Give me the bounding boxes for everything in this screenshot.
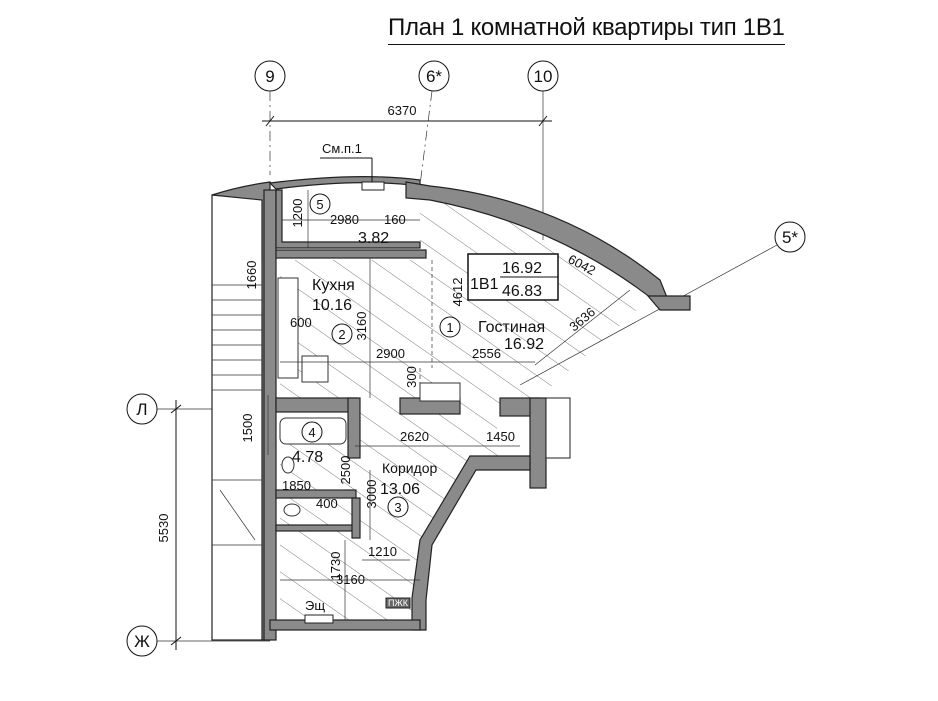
dim-300: 300: [404, 366, 419, 388]
dim-3160b: 3160: [336, 572, 365, 587]
dim-3160a: 3160: [354, 312, 369, 341]
dim-1210: 1210: [368, 544, 397, 559]
partition-kitchen-bath: [275, 397, 357, 413]
dim-5530: 5530: [156, 514, 171, 543]
see-note-label: См.п.1: [322, 141, 362, 156]
pzh-box: [385, 597, 411, 609]
axis-Zh-label: Ж: [134, 632, 150, 651]
axis-9-label: 9: [265, 67, 274, 86]
dim-2980: 2980: [330, 212, 359, 227]
balcony-area: 3.82: [358, 230, 389, 247]
page-title: План 1 комнатной квартиры тип 1В1: [388, 14, 785, 45]
dim-400: 400: [316, 496, 338, 511]
dim-2900: 2900: [376, 346, 405, 361]
apartment-total-area: 46.83: [502, 283, 542, 300]
dim-1500: 1500: [240, 414, 255, 443]
dim-1200: 1200: [290, 199, 305, 228]
dim-3000: 3000: [364, 480, 379, 509]
wall-diagonal: [411, 455, 531, 631]
window-marker: [361, 181, 385, 191]
dim-1450: 1450: [486, 429, 515, 444]
dimension-left: 5530: [156, 400, 182, 650]
corridor-number: 3: [394, 500, 401, 515]
partition-wc-bottom: [275, 524, 357, 532]
axis-L-label: Л: [136, 400, 147, 419]
apartment-tag: 1В1 16.92 46.83: [467, 253, 559, 301]
living-number: 1: [446, 320, 453, 335]
bath-number: 4: [308, 425, 315, 440]
corridor-name: Коридор: [382, 460, 438, 476]
balcony-parapet: [268, 176, 421, 190]
kitchen-top-wall: [275, 249, 427, 259]
esh-label: Эщ: [305, 598, 325, 613]
partition-bath-vertical: [347, 397, 361, 459]
kitchen-number: 2: [338, 327, 345, 342]
axis-6-label: 6*: [426, 67, 442, 86]
stair-block: [211, 194, 265, 641]
partition-wc-right: [351, 497, 361, 539]
living-area: 16.92: [504, 336, 544, 353]
dim-6370: 6370: [388, 103, 417, 118]
dim-1850: 1850: [282, 478, 311, 493]
floor-hatch: [280, 200, 648, 620]
kitchen-counter: [277, 277, 299, 379]
bottom-wall: [269, 619, 421, 631]
axis-5-label: 5*: [782, 228, 798, 247]
walls: [211, 176, 691, 641]
room-labels: Кухня 10.16 2 Гостиная 16.92 1 Коридор 1…: [292, 193, 545, 518]
wall-corner: [646, 295, 691, 311]
dim-160: 160: [384, 212, 406, 227]
dim-600: 600: [290, 315, 312, 330]
right-column: [529, 397, 547, 489]
axis-6-circle: [418, 60, 450, 92]
vent-block: [419, 382, 461, 402]
axis-6-line: [419, 90, 433, 186]
living-name: Гостиная: [478, 319, 545, 336]
dimension-top: 6370: [262, 103, 552, 127]
dim-4612: 4612: [450, 278, 465, 307]
corridor-area: 13.06: [380, 481, 420, 498]
misc-labels: См.п.1 Эщ ПЖК: [305, 141, 409, 613]
stair-steps: [212, 284, 262, 546]
dim-1660: 1660: [244, 261, 259, 290]
axis-10-label: 10: [534, 67, 553, 86]
apartment-code: 1В1: [470, 276, 499, 293]
dim-2556: 2556: [472, 346, 501, 361]
pzh-label: ПЖК: [388, 598, 409, 608]
bath-tub: [279, 417, 347, 445]
kitchen-sink: [301, 355, 329, 383]
shaft: [545, 397, 571, 459]
axis-5-circle: [774, 221, 806, 253]
electric-panel: [304, 614, 334, 624]
balcony-wall: [275, 189, 421, 249]
wash-basin: [281, 456, 295, 474]
dim-2500: 2500: [338, 456, 353, 485]
inner-dimension-lines: [261, 190, 631, 620]
balcony-number: 5: [316, 197, 323, 212]
apartment-living-area: 16.92: [502, 260, 542, 277]
inner-wall-left: [263, 189, 277, 641]
kitchen-name: Кухня: [312, 277, 355, 294]
toilet: [283, 503, 301, 517]
dim-1730: 1730: [328, 552, 343, 581]
dim-2620: 2620: [400, 429, 429, 444]
bath-area: 4.78: [292, 449, 323, 466]
kitchen-area: 10.16: [312, 297, 352, 314]
